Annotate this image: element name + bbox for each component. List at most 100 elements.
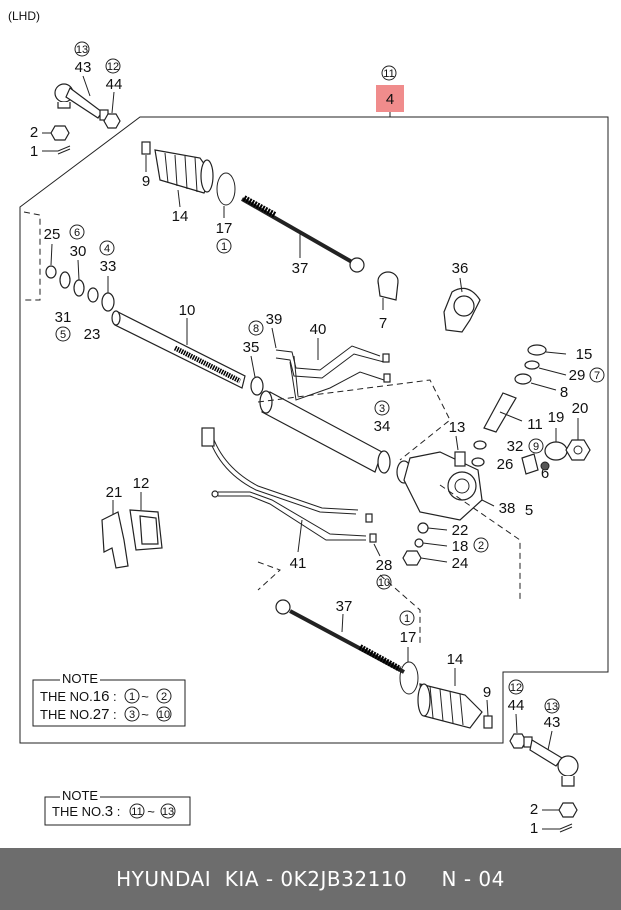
circled-9: 9 — [528, 438, 544, 454]
tie-rod-end-bottom — [523, 730, 579, 787]
footer-bar: HYUNDAI KIA - 0K2JB32110 N - 04 — [0, 848, 621, 910]
svg-text:17: 17 — [400, 629, 417, 646]
circled-6: 6 — [69, 224, 85, 240]
svg-text:44: 44 — [508, 697, 525, 714]
svg-text:35: 35 — [243, 339, 260, 356]
svg-text:14: 14 — [447, 651, 464, 668]
circled-12-bottom: 12 — [508, 679, 524, 695]
svg-text:32: 32 — [507, 438, 524, 455]
svg-text:20: 20 — [572, 400, 589, 417]
cotter-pin-1-bottom — [542, 823, 573, 833]
svg-text:5: 5 — [60, 329, 66, 341]
circled-13-bottom: 13 — [544, 698, 560, 714]
circled-5: 5 — [55, 326, 71, 342]
svg-text:38: 38 — [499, 500, 516, 517]
feed-pipes-upper — [271, 327, 391, 401]
svg-text:6: 6 — [541, 465, 549, 482]
svg-text:13: 13 — [76, 44, 88, 56]
circled-2: 2 — [473, 537, 489, 553]
boot-14-upper — [154, 149, 214, 208]
part-labels: 43 44 2 1 9 14 17 37 36 25 30 33 31 23 1… — [30, 59, 593, 837]
svg-text:1: 1 — [30, 143, 38, 160]
svg-text:8: 8 — [253, 323, 259, 335]
svg-text:7: 7 — [594, 370, 600, 382]
circled-10: 10 — [376, 574, 392, 590]
svg-text:40: 40 — [310, 321, 327, 338]
svg-text:11: 11 — [383, 68, 394, 80]
svg-text:NOTE: NOTE — [62, 788, 98, 803]
svg-text:12: 12 — [107, 61, 119, 73]
svg-text:1: 1 — [530, 820, 538, 837]
svg-text:12: 12 — [510, 682, 522, 694]
svg-text:30: 30 — [70, 243, 87, 260]
svg-text:43: 43 — [544, 714, 561, 731]
circled-3: 3 — [374, 400, 390, 416]
circled-1-bottom: 1 — [399, 610, 415, 626]
svg-text:37: 37 — [336, 598, 353, 615]
svg-text:13: 13 — [449, 419, 466, 436]
circled-7: 7 — [589, 367, 605, 383]
gear-housing-38 — [403, 435, 550, 521]
nut-44-lower — [509, 713, 527, 749]
svg-text:~: ~ — [141, 707, 149, 722]
svg-text:3: 3 — [379, 403, 385, 415]
svg-text:12: 12 — [133, 475, 150, 492]
cotter-pin-1-top — [42, 145, 71, 155]
svg-text:14: 14 — [172, 208, 189, 225]
lower-fittings — [402, 522, 448, 566]
svg-text:9: 9 — [483, 684, 491, 701]
svg-text:21: 21 — [106, 484, 123, 501]
note-box-1: NOTE THE NO.16 : 1 ~ 2 THE NO.27 : 3 ~ 1… — [32, 671, 186, 727]
svg-text:33: 33 — [100, 258, 117, 275]
parts-diagram: (LHD) 4 11 13 12 1 6 4 5 8 3 7 9 2 10 1 … — [8, 9, 609, 837]
circled-13-top: 13 — [74, 41, 90, 57]
lhd-label: (LHD) — [8, 9, 40, 23]
svg-text:~: ~ — [141, 689, 149, 704]
svg-text:10: 10 — [158, 709, 170, 721]
svg-text:1: 1 — [221, 241, 227, 253]
svg-text:13: 13 — [546, 701, 558, 713]
circled-11: 11 — [381, 65, 397, 81]
svg-text:17: 17 — [216, 220, 233, 237]
bracket-36 — [443, 277, 481, 333]
svg-text:10: 10 — [179, 302, 196, 319]
assembly-outline — [19, 116, 609, 744]
clip-9-lower — [483, 699, 493, 729]
svg-text:39: 39 — [266, 311, 283, 328]
band-17-upper — [216, 172, 236, 218]
svg-text:3: 3 — [129, 709, 135, 721]
nut-20 — [565, 418, 591, 461]
svg-text:26: 26 — [497, 456, 514, 473]
nut-2-bottom — [542, 802, 578, 818]
svg-text:34: 34 — [374, 418, 391, 435]
note1-line1: THE NO.16 : — [40, 688, 117, 705]
svg-text:13: 13 — [162, 806, 174, 818]
svg-text:2: 2 — [530, 801, 538, 818]
svg-text:23: 23 — [84, 326, 101, 343]
svg-text:24: 24 — [452, 555, 469, 572]
svg-text:37: 37 — [292, 260, 309, 277]
feed-pipes-lower — [201, 427, 381, 557]
svg-text:8: 8 — [560, 384, 568, 401]
band-17-lower — [399, 647, 419, 695]
svg-text:11: 11 — [131, 806, 142, 818]
svg-text:22: 22 — [452, 522, 469, 539]
valve-group-right — [483, 344, 567, 433]
svg-text:1: 1 — [404, 613, 410, 625]
tie-rod-37-lower — [275, 599, 405, 674]
note2-line1: THE NO.3 : — [52, 803, 120, 820]
nut-2-top — [42, 125, 70, 141]
svg-text:44: 44 — [106, 76, 123, 93]
svg-text:31: 31 — [55, 309, 72, 326]
rack-10 — [111, 310, 246, 389]
note-box-2: NOTE THE NO.3 : 11 ~ 13 — [44, 788, 191, 826]
svg-text:10: 10 — [378, 577, 390, 589]
svg-text:36: 36 — [452, 260, 469, 277]
note1-line2: THE NO.27 : — [40, 706, 117, 723]
svg-text:7: 7 — [379, 315, 387, 332]
circled-4: 4 — [99, 240, 115, 256]
svg-text:1: 1 — [129, 691, 135, 703]
svg-text:29: 29 — [569, 367, 586, 384]
tie-rod-37-upper — [241, 195, 365, 273]
svg-text:11: 11 — [527, 416, 543, 433]
